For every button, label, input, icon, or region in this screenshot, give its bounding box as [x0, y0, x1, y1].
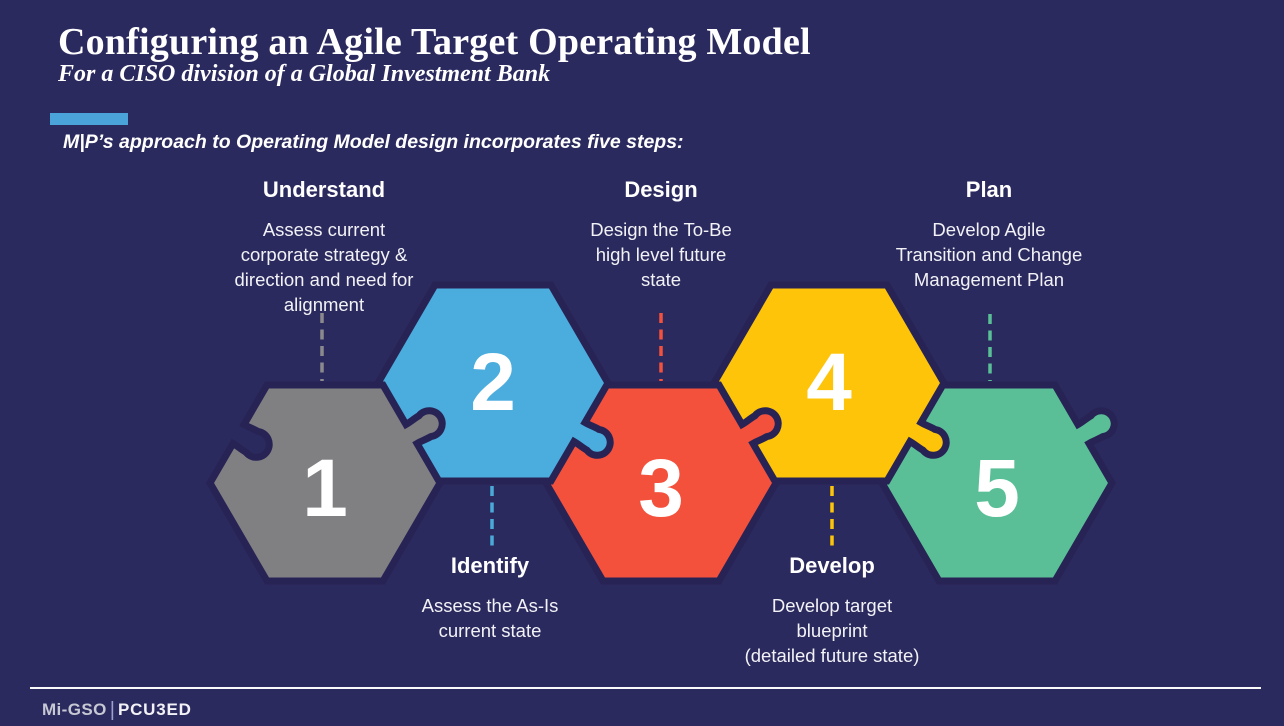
puzzle-piece-1: [205, 381, 446, 585]
step-description-line: blueprint: [796, 620, 868, 641]
step-description-line: Develop target: [771, 595, 893, 616]
step-description-line: corporate strategy &: [240, 244, 408, 265]
step-name: Develop: [789, 553, 875, 578]
step-description: Design the To-Be high level future state: [511, 217, 811, 292]
step-description-line: Develop Agile: [932, 219, 1046, 240]
step-description-line: Transition and Change: [895, 244, 1083, 265]
step-description-line: Assess current: [262, 219, 386, 240]
intro-text: M|P’s approach to Operating Model design…: [63, 131, 684, 153]
step-name: Plan: [965, 177, 1013, 202]
step-number-3: 3: [638, 443, 684, 534]
step-description-line: (detailed future state): [744, 645, 920, 666]
step-number-2: 2: [470, 337, 516, 428]
step-description-line: high level future: [595, 244, 727, 265]
step-description-line: current state: [438, 620, 542, 641]
step-name: Design: [624, 177, 698, 202]
footer-logo: Mi-GSO|PCU3ED: [42, 698, 192, 721]
step-description-line: Design the To-Be: [590, 219, 732, 240]
slide-title: Configuring an Agile Target Operating Mo…: [58, 21, 811, 63]
step-name: Understand: [262, 177, 386, 202]
logo-pcubed: PCU3ED: [117, 700, 192, 719]
slide-subtitle: For a CISO division of a Global Investme…: [58, 61, 551, 87]
step-description-line: state: [640, 269, 682, 290]
step-description: Assess the As-Is current state: [340, 593, 640, 643]
step-description: Develop target blueprint (detailed future …: [682, 593, 982, 668]
step-number-1: 1: [302, 443, 348, 534]
footer-divider: [30, 687, 1261, 689]
step-description: Assess current corporate strategy & direct…: [174, 217, 474, 317]
logo-migso: Mi-GSO: [42, 700, 107, 719]
step-number-5: 5: [974, 443, 1020, 534]
step-description-line: Assess the As-Is: [421, 595, 559, 616]
logo-separator-bar: |: [109, 699, 115, 721]
step-description-line: Management Plan: [913, 269, 1065, 290]
accent-bar: [50, 113, 128, 125]
step-number-4: 4: [806, 337, 852, 428]
step-description-line: alignment: [283, 294, 365, 315]
step-description-line: direction and need for: [234, 269, 414, 290]
step-name: Identify: [450, 553, 530, 578]
